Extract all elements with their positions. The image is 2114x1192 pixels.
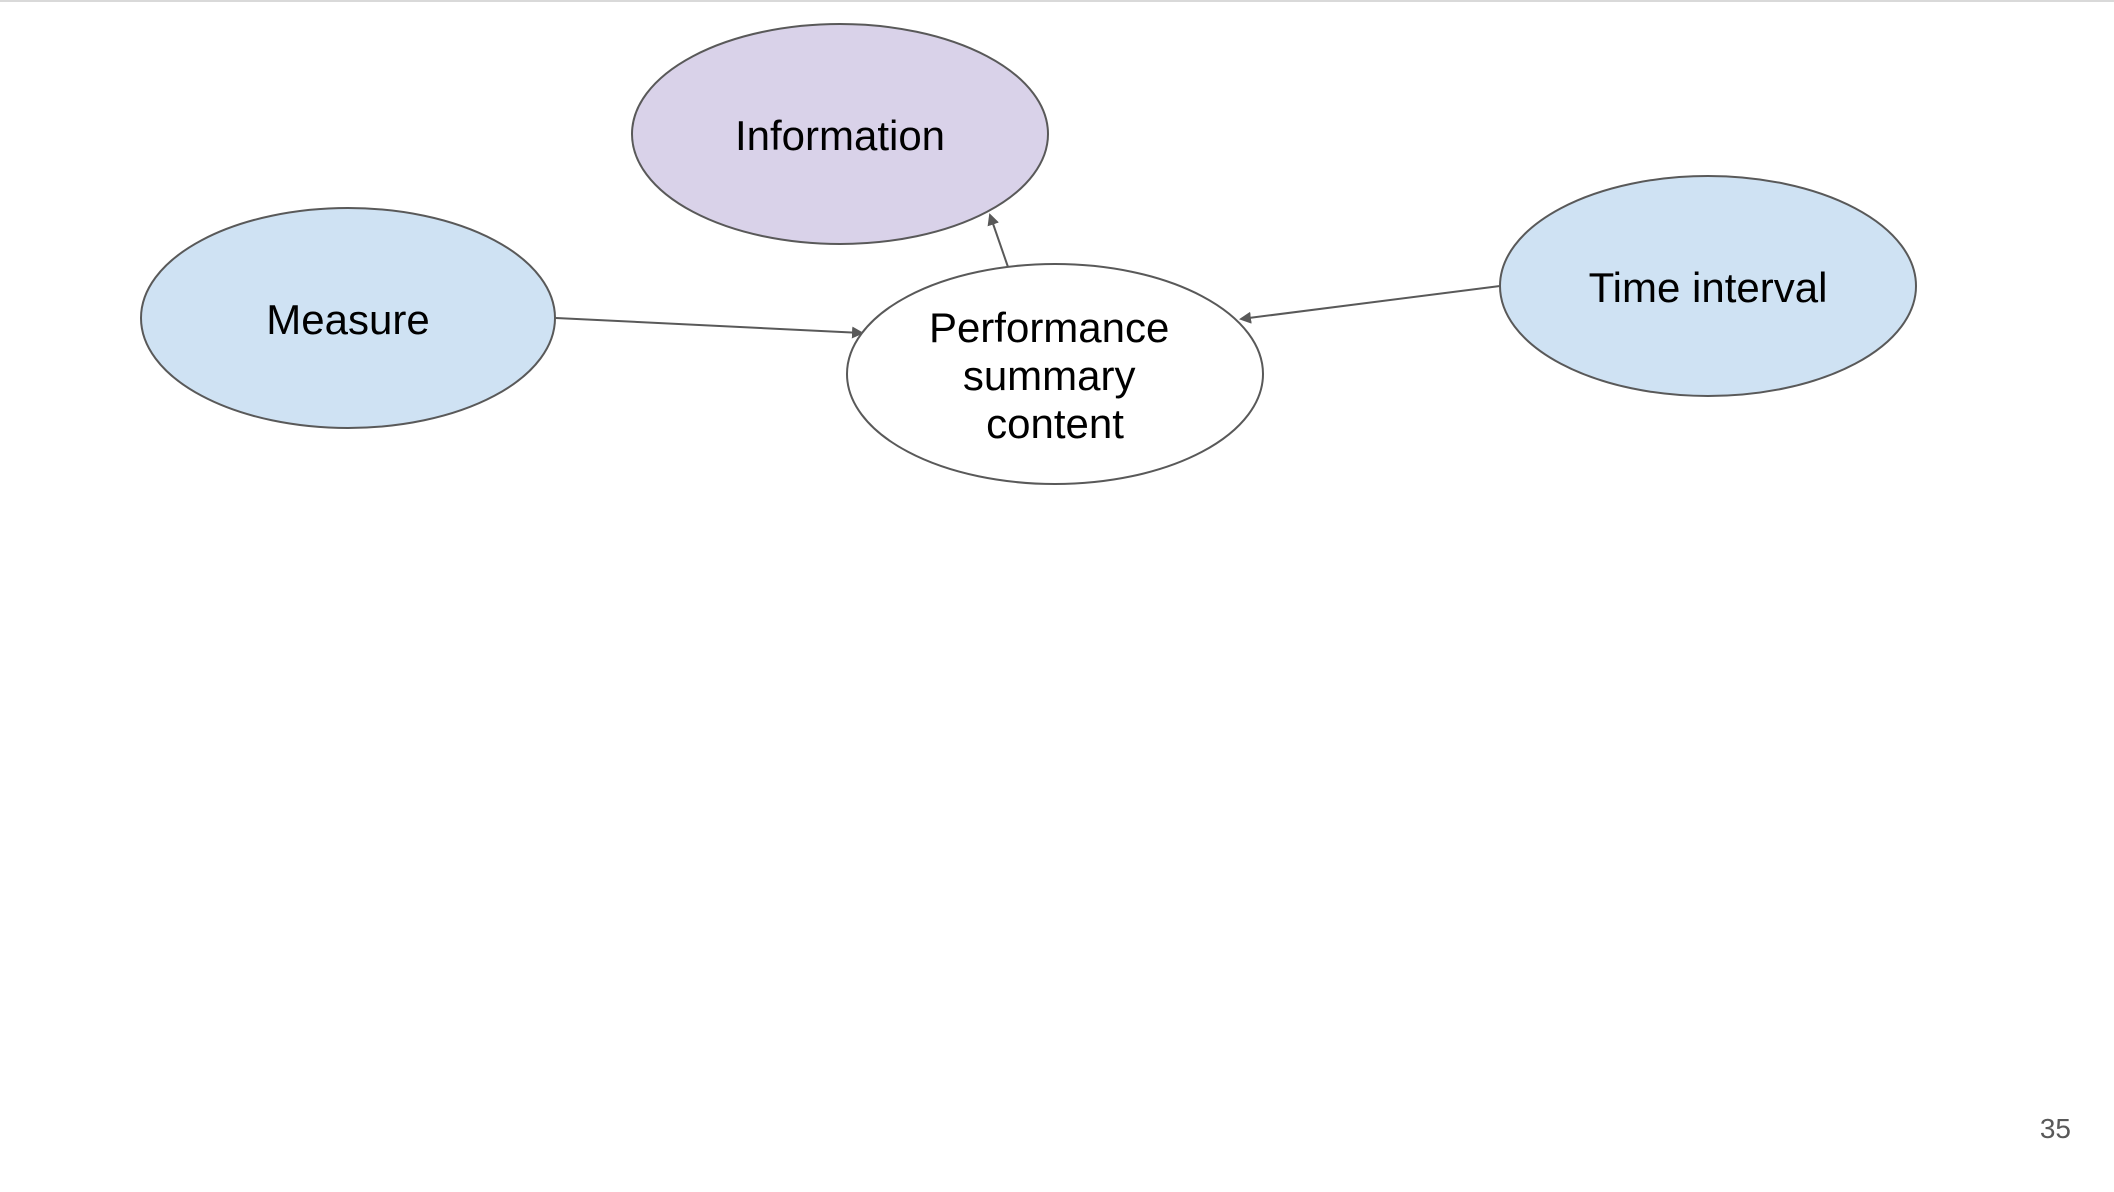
node-performance-shape	[846, 263, 1264, 485]
node-information-shape	[631, 23, 1049, 245]
node-performance-label: Performance summary content	[929, 304, 1181, 447]
node-time-interval[interactable]: Time interval	[1499, 175, 1917, 397]
edge-measure-to-performance	[555, 317, 864, 339]
node-measure-shape	[140, 207, 556, 429]
node-performance-label-line: content	[986, 400, 1124, 447]
node-time-interval-label: Time interval	[1589, 264, 1828, 311]
node-information[interactable]: Information	[631, 23, 1049, 245]
edge-performance-to-information	[987, 213, 1009, 268]
node-performance-summary-content[interactable]: Performance summary content	[846, 263, 1264, 485]
page-number: 35	[2039, 1113, 2071, 1144]
node-time-interval-shape	[1499, 175, 1917, 397]
node-information-label: Information	[735, 112, 945, 159]
edge-time-interval-to-performance	[1239, 285, 1501, 324]
node-measure[interactable]: Measure	[140, 207, 556, 429]
node-performance-label-line: summary	[963, 352, 1136, 399]
node-measure-label: Measure	[266, 296, 429, 343]
node-performance-label-line: Performance	[929, 304, 1169, 351]
